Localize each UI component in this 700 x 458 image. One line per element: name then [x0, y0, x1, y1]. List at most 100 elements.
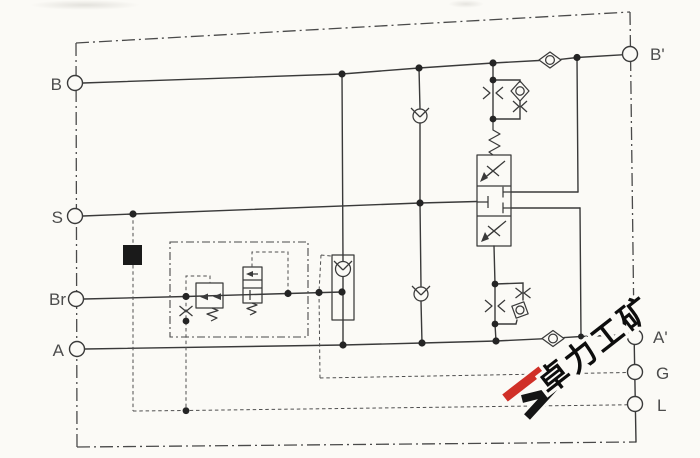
enclosure-border	[75, 11, 637, 448]
spring-icon	[206, 307, 219, 322]
bypass-top	[492, 79, 521, 83]
border-top	[75, 11, 631, 44]
orifice-icon	[515, 287, 531, 299]
pressure-reducing-valve	[179, 275, 224, 411]
orifice-icon	[512, 100, 528, 113]
counterbalance-valve-3-section	[476, 119, 512, 285]
check-diamond	[510, 80, 530, 102]
bypass-bottom	[492, 100, 521, 120]
border-left	[75, 42, 78, 448]
junction	[489, 115, 497, 123]
border-bottom	[76, 441, 637, 448]
a-line-left	[84, 338, 543, 350]
junction	[339, 341, 347, 349]
check-diamond	[541, 329, 565, 348]
junction	[315, 288, 323, 297]
g-line	[319, 372, 628, 379]
check-ball	[544, 54, 556, 66]
port-label-a: A	[53, 341, 65, 360]
blocked-port-left	[477, 196, 489, 208]
spring-icon	[246, 302, 258, 316]
check-ball	[413, 286, 429, 302]
arrowhead	[246, 271, 253, 277]
junction	[573, 53, 581, 62]
port-b	[66, 74, 84, 92]
brake-shuttle-valve	[242, 251, 289, 316]
section-dividers	[477, 185, 511, 217]
junction	[182, 292, 190, 301]
orifice-icon	[482, 86, 504, 100]
check-seat	[411, 285, 431, 296]
br-line	[83, 291, 343, 300]
port-label-s: S	[52, 208, 63, 227]
check-seat	[333, 260, 353, 271]
spring-icon	[488, 119, 501, 156]
port-label-a-prime: A'	[653, 328, 668, 347]
l-line	[132, 404, 628, 412]
adjust-cross	[486, 165, 500, 177]
riser	[341, 73, 344, 262]
ports	[66, 45, 644, 413]
junction	[418, 339, 426, 347]
logo-z-black-stroke	[521, 384, 562, 420]
inline-check-valve-near-a-prime	[541, 329, 565, 348]
port-labels: B S Br A B' A' G L	[49, 45, 669, 415]
border-right-upper	[629, 11, 635, 331]
check-seat	[410, 107, 430, 118]
check-ball	[547, 333, 559, 344]
valve-body	[476, 154, 512, 247]
flow-arrow	[200, 293, 208, 301]
anti-cavitation-check-valve-lower	[411, 285, 431, 302]
junction	[578, 333, 584, 340]
check-ball	[515, 305, 525, 315]
g-pilot-riser	[318, 254, 322, 379]
port-label-l: L	[657, 396, 666, 415]
scan-smudge	[448, 0, 484, 8]
s-line	[82, 200, 478, 217]
b-line-left	[82, 59, 540, 84]
b-line-right	[560, 54, 623, 60]
bypass-bottom	[494, 319, 518, 325]
junction	[491, 320, 499, 328]
port-s	[66, 207, 84, 225]
adjust-cross	[487, 225, 501, 237]
anti-cavitation-check-valve-upper	[410, 107, 430, 124]
throttle-check-assembly-lower	[484, 282, 531, 342]
throttle-check-assembly-upper	[482, 62, 530, 120]
blocked-port-right-1	[502, 186, 511, 198]
segment	[418, 67, 421, 110]
check-ball	[334, 260, 352, 278]
orifice-icon	[484, 299, 506, 313]
junction	[492, 337, 500, 345]
arrowhead	[480, 172, 488, 182]
segment	[420, 300, 423, 344]
check-diamond	[538, 51, 562, 69]
junction	[491, 280, 499, 288]
check-diamond-tilted	[511, 301, 529, 319]
orifice-plug-black-square	[123, 214, 142, 411]
junction	[182, 317, 190, 325]
junction	[182, 407, 190, 415]
check-ball	[412, 108, 428, 124]
scan-smudge	[30, 0, 140, 10]
check-diamond	[511, 301, 529, 319]
pilot-operated-check-valve	[331, 73, 355, 346]
port-br	[67, 290, 85, 308]
junction	[489, 59, 497, 67]
port-label-b: B	[51, 75, 62, 94]
check-ball	[515, 86, 525, 96]
pilot-line	[251, 251, 289, 294]
arrowhead	[481, 232, 489, 242]
orifice-icon	[179, 305, 193, 317]
junction	[416, 199, 424, 207]
port-g	[626, 363, 644, 381]
port-a	[68, 340, 86, 358]
plug-body	[123, 245, 142, 265]
junction-dots	[129, 53, 584, 415]
riser-b-to-valve	[576, 56, 579, 193]
bypass-top	[494, 282, 524, 301]
valve-port-risers	[510, 56, 582, 338]
port-label-b-prime: B'	[650, 45, 665, 64]
